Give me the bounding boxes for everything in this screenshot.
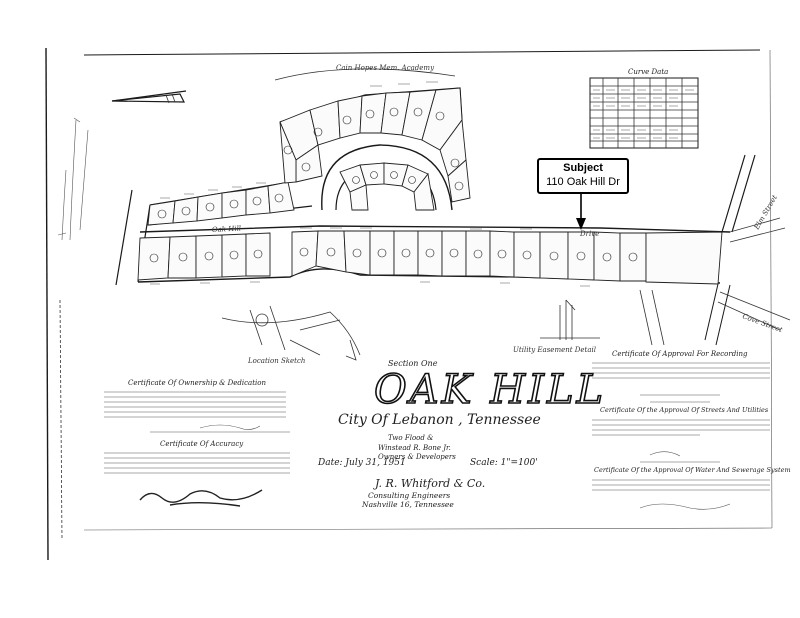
area-label: Two Flood & — [388, 434, 433, 442]
location-sketch: Location Sketch — [221, 305, 361, 365]
drive-label: Drive — [579, 230, 599, 238]
engineer-line-2: Nashville 16, Tennessee — [361, 500, 454, 509]
plat-scale: Scale: 1"=100' — [470, 458, 538, 468]
plat-title: OAK HILL — [374, 367, 606, 413]
city-label: City Of Lebanon , Tennessee — [338, 412, 541, 428]
engineer-name: J. R. Whitford & Co. — [373, 477, 485, 490]
accuracy-cert-title: Certificate Of Accuracy — [160, 440, 244, 448]
streets-cert-title: Certificate Of the Approval Of Streets A… — [600, 406, 769, 414]
certificates-right: Certificate Of Approval For Recording Ce… — [592, 350, 791, 510]
subdivision-lots — [115, 81, 731, 287]
water-cert-title: Certificate Of the Approval Of Water And… — [594, 466, 791, 474]
title-block: Section One OAK HILL City Of Lebanon , T… — [317, 359, 606, 509]
owner-line-1: Winstead R. Bone Jr. — [378, 444, 451, 452]
owner-line-2: Owners & Developers — [378, 453, 456, 461]
plat-date: Date: July 31, 1951 — [317, 458, 406, 468]
subject-address: 110 Oak Hill Dr — [546, 176, 620, 188]
section-label: Section One — [388, 359, 438, 368]
sheet-border — [45, 47, 773, 561]
cove-street-label: Cove Street — [741, 312, 783, 334]
location-sketch-label: Location Sketch — [247, 357, 305, 365]
curve-data-table: Curve Data — [589, 68, 699, 149]
east-streets — [639, 154, 791, 346]
subject-callout: Subject 110 Oak Hill Dr — [537, 158, 629, 194]
curve-data-title: Curve Data — [628, 68, 668, 76]
recording-cert-title: Certificate Of Approval For Recording — [612, 350, 748, 358]
easement-detail-label: Utility Easement Detail — [513, 346, 596, 354]
certificates-left: Certificate Of Ownership & Dedication Ce… — [104, 379, 290, 507]
ownership-cert-title: Certificate Of Ownership & Dedication — [128, 379, 266, 387]
subject-arrow — [576, 190, 586, 230]
oak-hill-road-label: Oak Hill — [212, 224, 242, 234]
engineer-line-1: Consulting Engineers — [368, 491, 450, 500]
elm-street-label: Elm Street — [752, 194, 779, 232]
top-street-label: Cain Hopes Mem. Academy — [336, 64, 435, 72]
subject-label: Subject — [563, 162, 603, 174]
margin-handwriting — [57, 117, 89, 241]
easement-detail: Utility Easement Detail — [513, 299, 600, 354]
north-arrow — [111, 90, 187, 104]
